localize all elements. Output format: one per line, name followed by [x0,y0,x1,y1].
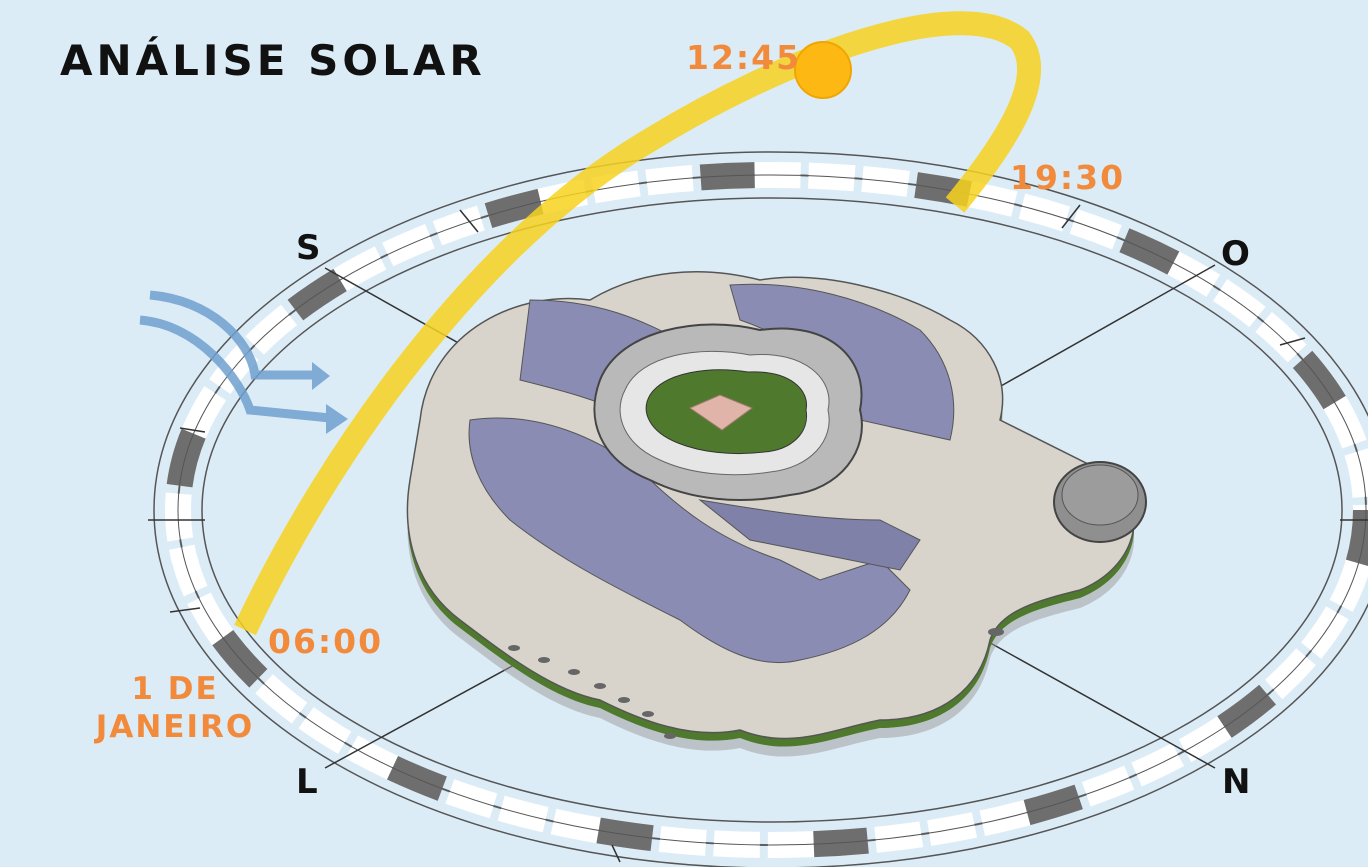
cardinal-north: N [1222,762,1251,802]
date-line1: 1 DE [131,671,219,707]
page-title: ANÁLISE SOLAR [60,36,486,85]
compass-ring [153,151,1368,867]
time-noon-label: 12:45 [686,38,802,77]
stadium-building [406,271,1147,757]
stadium-court [688,394,754,431]
cardinal-west: O [1221,234,1250,274]
date-line2: JANEIRO [95,709,255,745]
street-lamps [508,628,1004,739]
sun-icon [794,41,852,99]
compass-axes [148,204,1368,863]
wind-arrows-icon [139,290,348,434]
date-label: 1 DE JANEIRO [84,670,266,746]
cardinal-east: L [296,762,318,802]
sun-path [234,11,1042,636]
time-sunrise-label: 06:00 [268,622,384,661]
cardinal-south: S [296,228,321,268]
roof-east [698,499,921,571]
time-sunset-label: 19:30 [1010,158,1126,197]
